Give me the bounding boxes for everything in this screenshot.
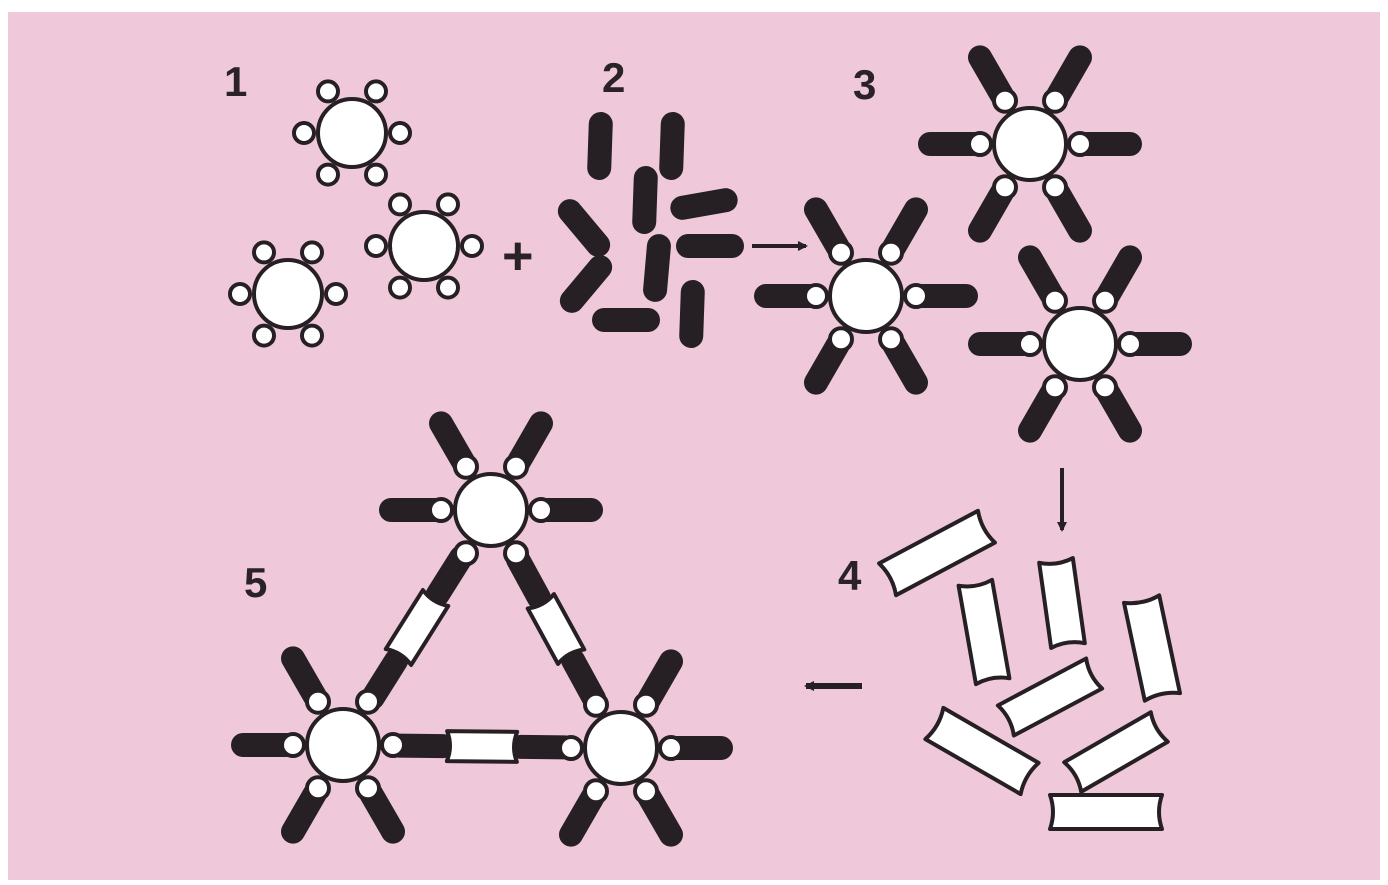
ring-knob [254,242,274,262]
ring-knob [994,90,1016,112]
ring-knob [282,734,304,756]
ring-knob [560,737,582,759]
ring-knob [366,165,386,185]
ring-knob [302,242,322,262]
ring-knob [1044,376,1066,398]
ring-knob [880,328,902,350]
ring-knob [905,285,927,307]
ring-core [254,260,322,328]
ring-knob [230,284,250,304]
ring-knob [307,691,329,713]
ring-knob [430,499,452,521]
ring-knob [366,236,386,256]
ring-core [1044,308,1116,380]
ring-knob [585,694,607,716]
ring-knob [505,456,527,478]
ring-knob [254,326,274,346]
ring-knob [455,456,477,478]
ring-core [455,474,527,546]
ring-core [585,712,657,784]
ring-knob [1094,290,1116,312]
ring-knob [357,777,379,799]
ring-knob [455,542,477,564]
ring-knob [1044,90,1066,112]
ring-knob [1044,176,1066,198]
loose-segment [691,292,693,336]
ring-knob [530,499,552,521]
ring-core [307,709,379,781]
ring-knob [390,278,410,298]
ring-knob [390,123,410,143]
ring-knob [326,284,346,304]
ring-knob [830,242,852,264]
ring-core [390,212,458,280]
ring-knob [660,737,682,759]
step-label-5: 5 [244,559,267,606]
ring-knob [635,780,657,802]
ring-knob [438,194,458,214]
step-label-3: 3 [853,61,876,108]
ring-knob [307,777,329,799]
ring-knob [294,123,314,143]
linker-rod [447,731,517,762]
ring-knob [302,326,322,346]
ring-knob [1044,290,1066,312]
ring-knob [390,194,410,214]
loose-segment [671,124,673,168]
ring-knob [1019,333,1041,355]
ring-knob [318,81,338,101]
ring-knob [635,694,657,716]
step-label-2: 2 [602,54,625,101]
ring-core [830,260,902,332]
ring-knob [357,691,379,713]
ring-knob [830,328,852,350]
ring-knob [880,242,902,264]
ring-knob [462,236,482,256]
ring-knob [1094,376,1116,398]
loose-segment [644,178,646,222]
plus-sign: + [502,226,534,286]
loose-segment [599,124,601,168]
ring-knob [994,176,1016,198]
ring-knob [505,542,527,564]
ring-knob [969,133,991,155]
ring-knob [585,780,607,802]
ring-knob [318,165,338,185]
ring-knob [1069,133,1091,155]
ring-knob [1119,333,1141,355]
loose-segment [682,200,725,208]
ring-core [318,99,386,167]
linker-rod [1050,795,1162,829]
ring-knob [805,285,827,307]
step-label-1: 1 [224,58,247,105]
ring-knob [438,278,458,298]
ring-knob [366,81,386,101]
ring-knob [382,734,404,756]
step-label-4: 4 [838,552,862,599]
ring-core [994,108,1066,180]
loose-segment [655,246,659,290]
